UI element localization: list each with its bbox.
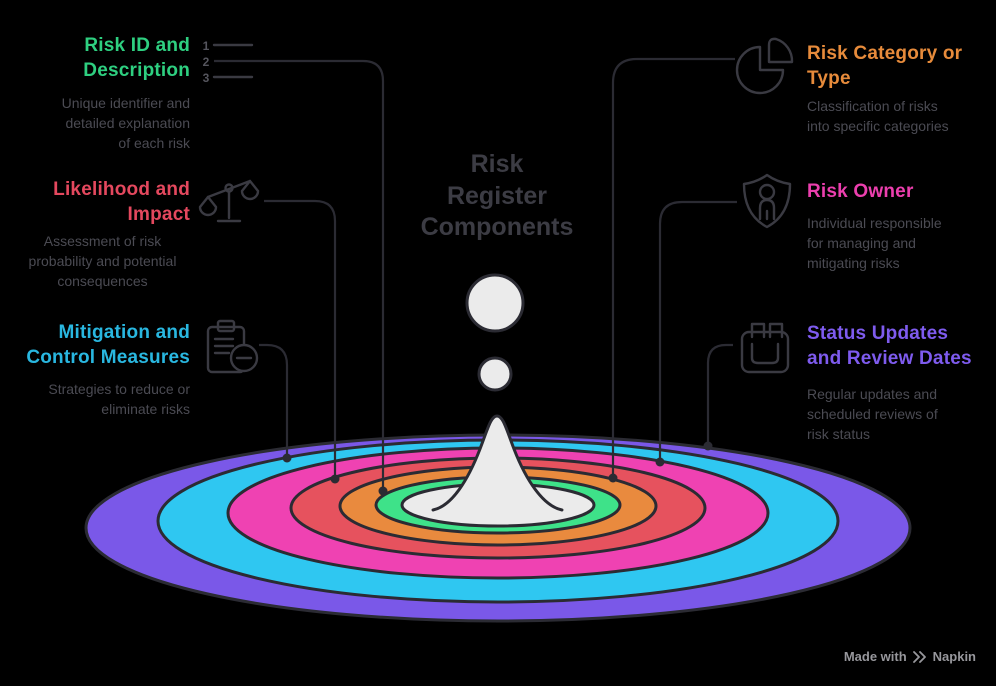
description-likelihood: Assessment of risk probability and poten… <box>28 233 177 289</box>
connector-owner <box>658 200 737 460</box>
connector-dot-category <box>608 473 618 483</box>
pie-chart-icon <box>735 37 794 95</box>
heading-status: Status Updates and Review Dates <box>807 323 972 370</box>
connector-dot-risk-id <box>378 486 388 496</box>
calendar-icon <box>740 322 790 374</box>
connector-category <box>611 57 735 476</box>
list-number-2: 2 <box>203 55 210 69</box>
clipboard-minus-icon <box>206 319 259 374</box>
connector-dot-owner <box>655 457 665 467</box>
made-with-badge: Made with Napkin <box>844 649 976 664</box>
connector-likelihood <box>264 199 337 477</box>
list-number-1: 1 <box>203 39 210 53</box>
page-title: Risk Register Components <box>420 150 574 241</box>
heading-mitigation: Mitigation and Control Measures <box>26 322 190 369</box>
list-number-3: 3 <box>203 71 210 85</box>
connector-status <box>706 343 733 444</box>
splash-peak-outline <box>431 414 564 512</box>
description-mitigation: Strategies to reduce or eliminate risks <box>48 381 190 417</box>
heading-likelihood: Likelihood and Impact <box>53 179 190 226</box>
connector-mitigation <box>259 343 289 456</box>
balance-scale-icon <box>198 179 260 223</box>
description-risk-id: Unique identifier and detailed explanati… <box>61 95 190 151</box>
description-owner: Individual responsible for managing and … <box>807 215 942 271</box>
connector-dot-status <box>703 441 713 451</box>
droplet-small <box>477 356 513 392</box>
shield-person-icon <box>742 173 792 229</box>
droplet-large <box>465 273 525 333</box>
made-with-text: Made with <box>843 649 907 664</box>
splash-peak-fill <box>433 416 562 516</box>
description-category: Classification of risks into specific ca… <box>807 98 949 134</box>
heading-risk-id: Risk ID and Description <box>83 35 190 82</box>
brand-name: Napkin <box>932 649 976 664</box>
napkin-logo-icon <box>912 650 926 663</box>
heading-owner: Risk Owner <box>807 181 914 202</box>
connector-risk-id <box>214 59 385 489</box>
heading-category: Risk Category or Type <box>807 43 963 90</box>
connector-dot-mitigation <box>282 453 292 463</box>
numbered-list-icon: 1 2 3 <box>203 39 254 85</box>
connector-dot-likelihood <box>330 474 340 484</box>
description-status: Regular updates and scheduled reviews of… <box>807 386 938 442</box>
